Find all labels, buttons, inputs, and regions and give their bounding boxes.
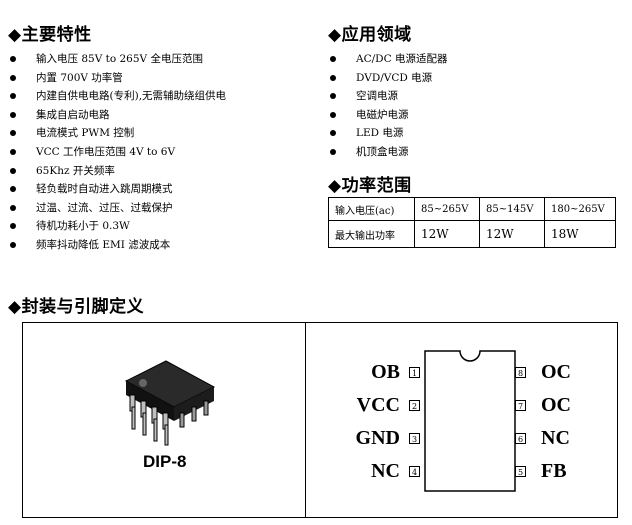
list-item: 输入电压 85V to 265V 全电压范围: [8, 50, 226, 69]
pin-label: OC: [541, 361, 571, 383]
list-item: DVD/VCD 电源: [328, 69, 447, 88]
power-table-cell: 12W: [479, 220, 545, 248]
power-table-cell: 输入电压(ac): [328, 197, 415, 221]
list-item: 空调电源: [328, 87, 447, 106]
list-item: 待机功耗小于 0.3W: [8, 217, 226, 236]
pin-label: FB: [541, 460, 567, 482]
list-item: 电流模式 PWM 控制: [8, 124, 226, 143]
pin-number: 7: [515, 400, 526, 411]
dip8-label: DIP-8: [143, 452, 187, 471]
pin-label: OB: [371, 361, 400, 383]
power-table-row: 最大输出功率 12W 12W 18W: [328, 220, 616, 248]
power-table-cell: 85~145V: [479, 197, 545, 221]
power-range-table: 输入电压(ac) 85~265V 85~145V 180~265V 最大输出功率…: [328, 197, 616, 248]
pin-number: 2: [409, 400, 420, 411]
pin-label: GND: [355, 427, 400, 449]
list-item: AC/DC 电源适配器: [328, 50, 447, 69]
list-item: 轻负载时自动进入跳周期模式: [8, 180, 226, 199]
power-range-heading: ◆功率范围: [328, 176, 412, 196]
pin-number: 8: [515, 367, 526, 378]
list-item: LED 电源: [328, 124, 447, 143]
power-table-cell: 85~265V: [414, 197, 480, 221]
power-table-cell: 12W: [414, 220, 480, 248]
pin-number: 1: [409, 367, 420, 378]
power-table-cell: 180~265V: [544, 197, 616, 221]
pin-label: NC: [541, 427, 570, 449]
pin-number: 6: [515, 433, 526, 444]
pin-number: 3: [409, 433, 420, 444]
pin-number: 4: [409, 466, 420, 477]
package-frame: [22, 322, 618, 518]
pin-label: NC: [371, 460, 400, 482]
power-table-cell: 最大输出功率: [328, 220, 415, 248]
list-item: VCC 工作电压范围 4V to 6V: [8, 143, 226, 162]
package-heading: ◆封装与引脚定义: [8, 297, 145, 317]
list-item: 过温、过流、过压、过载保护: [8, 199, 226, 218]
pin-label: OC: [541, 394, 571, 416]
features-list: 输入电压 85V to 265V 全电压范围内置 700V 功率管内建自供电电路…: [8, 50, 226, 255]
package-divider: [305, 322, 306, 518]
applications-heading: ◆应用领域: [328, 25, 412, 45]
list-item: 65Khz 开关频率: [8, 162, 226, 181]
list-item: 内建自供电电路(专利),无需辅助绕组供电: [8, 87, 226, 106]
pin-label: VCC: [356, 394, 400, 416]
list-item: 频率抖动降低 EMI 滤波成本: [8, 236, 226, 255]
list-item: 内置 700V 功率管: [8, 69, 226, 88]
power-table-header-row: 输入电压(ac) 85~265V 85~145V 180~265V: [328, 197, 616, 221]
features-heading: ◆主要特性: [8, 25, 92, 45]
list-item: 集成自启动电路: [8, 106, 226, 125]
list-item: 电磁炉电源: [328, 106, 447, 125]
power-table-cell: 18W: [544, 220, 616, 248]
pin-number: 5: [515, 466, 526, 477]
ic-body-outline: [424, 350, 516, 492]
dip8-chip-icon: [124, 360, 216, 446]
list-item: 机顶盒电源: [328, 143, 447, 162]
